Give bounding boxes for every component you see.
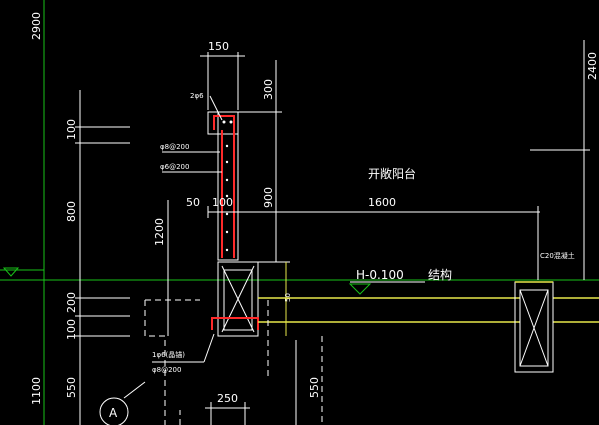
dim-50: 50 bbox=[186, 196, 200, 209]
dim-550-left: 550 bbox=[65, 377, 78, 398]
axis-leader bbox=[123, 381, 146, 399]
dim-900: 900 bbox=[262, 187, 275, 208]
axis-bubble bbox=[99, 397, 129, 425]
axis-label: A bbox=[109, 406, 118, 420]
dim-550-bottom: 550 bbox=[308, 377, 321, 398]
balcony-label: 开敞阳台 bbox=[368, 166, 416, 181]
leader-2phi6 bbox=[209, 95, 223, 121]
beam-right-cross-2 bbox=[519, 289, 549, 367]
beam-tag: C20混凝土 bbox=[540, 251, 575, 260]
beam-inner-box bbox=[223, 269, 253, 331]
leader-1phi6-diag bbox=[203, 333, 215, 363]
structure-label: 结构 bbox=[428, 267, 452, 282]
dim-250: 250 bbox=[217, 392, 238, 405]
rebar-label-phi8-200: φ8@200 bbox=[160, 143, 189, 151]
dim-2400: 2400 bbox=[586, 52, 599, 80]
rebar-label-2phi6: 2φ6 bbox=[190, 92, 204, 100]
elevation-label: H-0.100 bbox=[356, 268, 404, 282]
dim-100: 100 bbox=[212, 196, 233, 209]
rebar-label-phi8-200-b: φ8@200 bbox=[152, 366, 181, 374]
elevation-marker-left bbox=[2, 267, 20, 277]
rebar-beam-bottom bbox=[211, 317, 259, 330]
beam-cross-2 bbox=[221, 265, 255, 333]
beam-section-left bbox=[217, 261, 259, 337]
dim-800: 800 bbox=[65, 201, 78, 222]
beam-right-inner bbox=[519, 289, 549, 367]
rebar-label-1phi6: 1φ6(晶锚) bbox=[152, 350, 185, 359]
rebar-label-phi6-200: φ6@200 bbox=[160, 163, 189, 171]
dim-1100: 1100 bbox=[30, 377, 43, 405]
dim-300: 300 bbox=[262, 79, 275, 100]
dim-200: 200 bbox=[65, 292, 78, 313]
dim-100-a: 100 bbox=[65, 119, 78, 140]
rebar-dots bbox=[222, 120, 233, 252]
dim-1200: 1200 bbox=[153, 218, 166, 246]
rebar-parapet-outer bbox=[213, 115, 235, 258]
dim-100-b: 100 bbox=[65, 319, 78, 340]
elevation-triangle bbox=[348, 283, 372, 295]
dim-2900: 2900 bbox=[30, 12, 43, 40]
dim-1600: 1600 bbox=[368, 196, 396, 209]
dashed-wall-left bbox=[144, 300, 166, 425]
dim-150: 150 bbox=[208, 40, 229, 53]
